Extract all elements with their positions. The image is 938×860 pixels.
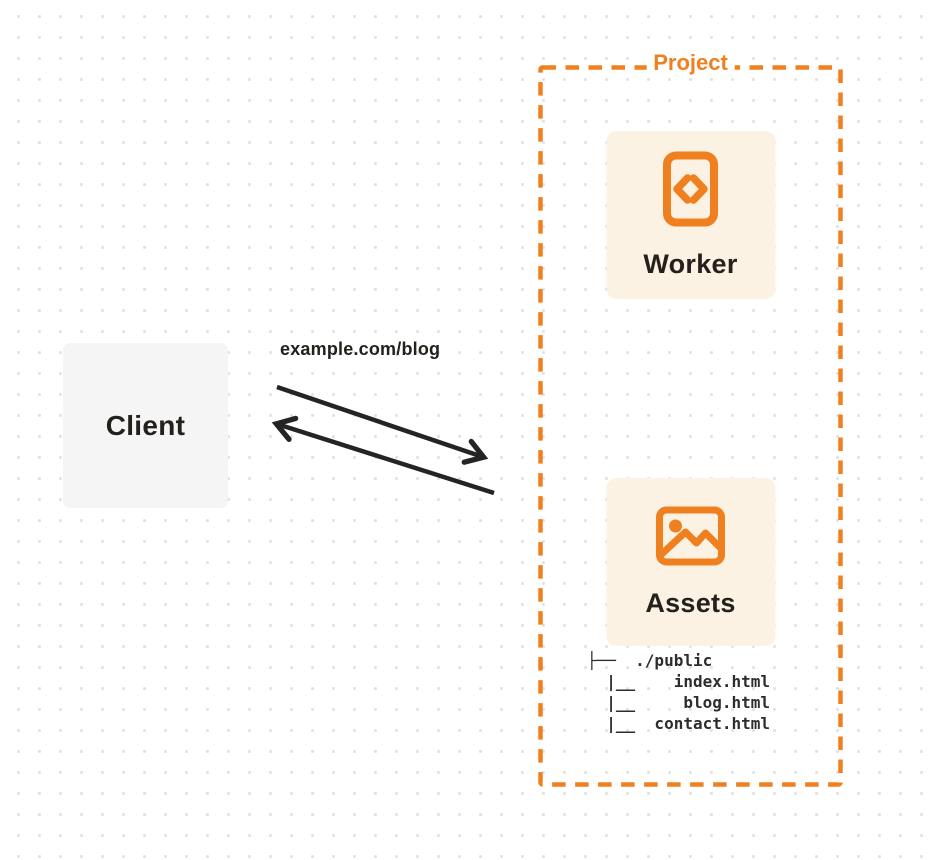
image-icon: [656, 506, 725, 565]
request-arrow: [276, 384, 489, 465]
client-box: Client: [63, 343, 228, 508]
request-url-label: example.com/blog: [280, 339, 441, 359]
response-arrow: [271, 415, 495, 496]
code-file-icon: [663, 151, 718, 226]
worker-label: Worker: [643, 248, 738, 279]
file-tree: ├── ./public |__ index.html |__ blog.htm…: [587, 651, 771, 733]
assets-label: Assets: [645, 587, 736, 618]
project-container: Project Worker Assets ├── ./public: [538, 50, 843, 787]
worker-card: Worker: [606, 131, 775, 299]
assets-card: Assets: [606, 478, 775, 646]
project-label: Project: [646, 50, 735, 76]
client-label: Client: [105, 409, 186, 441]
